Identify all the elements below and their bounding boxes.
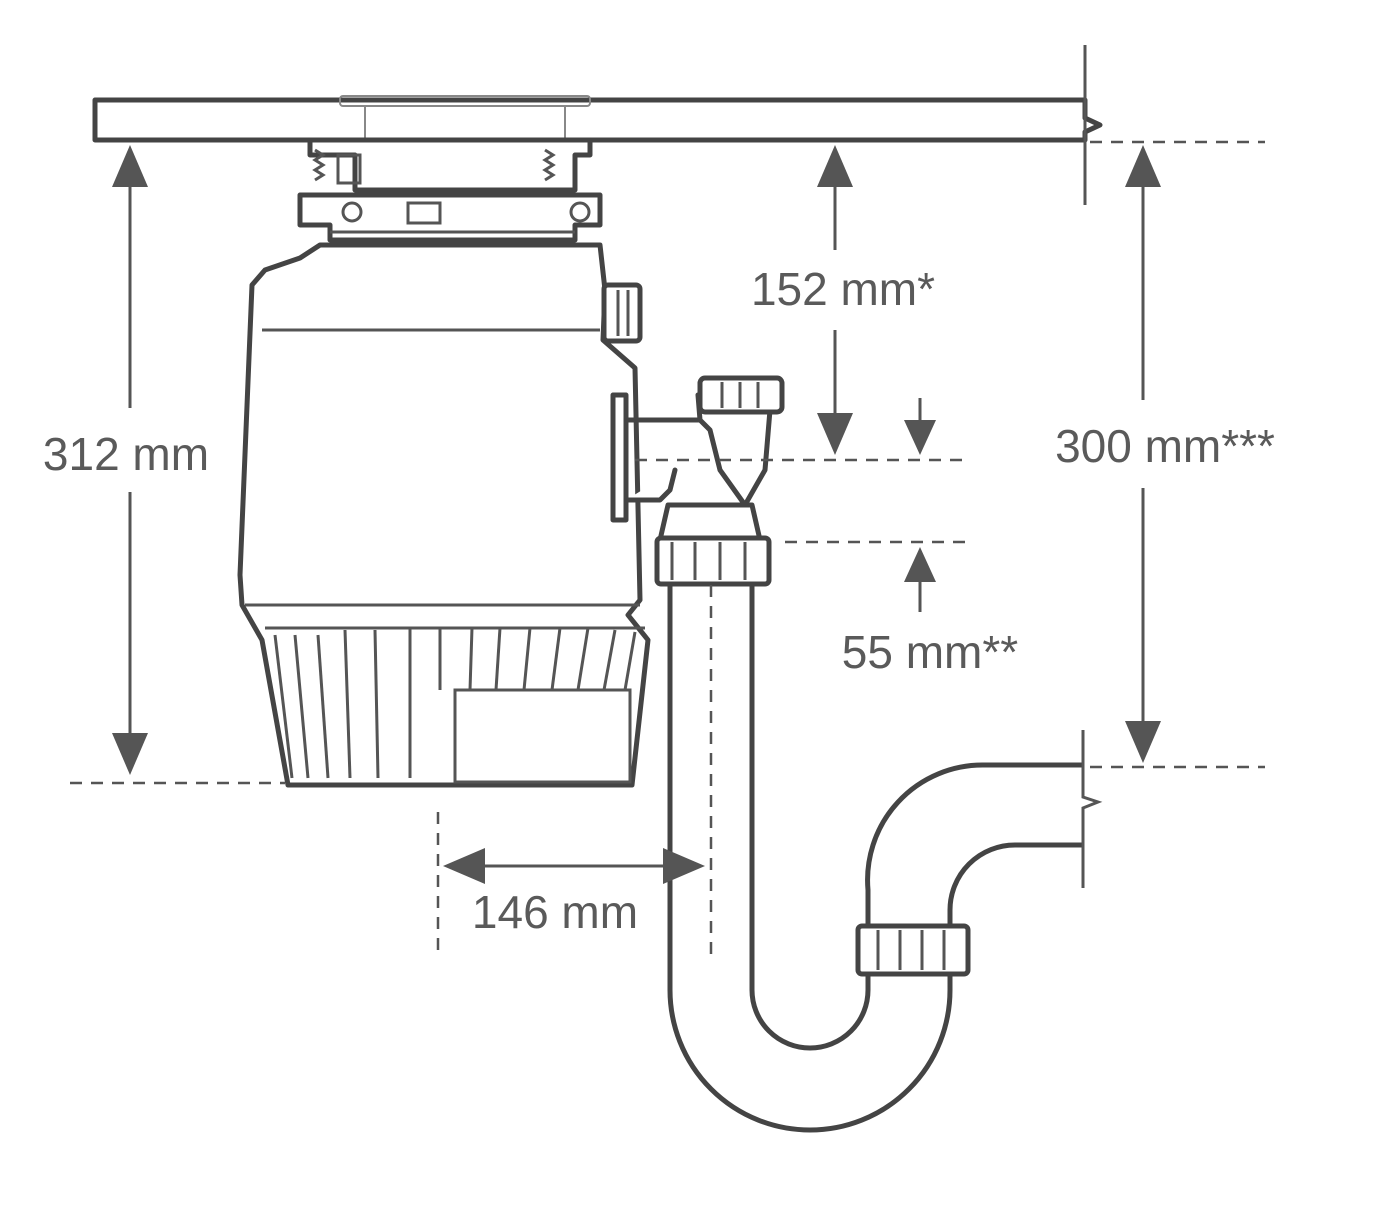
p-trap bbox=[667, 582, 1103, 1133]
mounting-assembly bbox=[297, 137, 603, 243]
dimension-55: 55 mm** bbox=[842, 398, 1018, 678]
dimension-152: 152 mm* bbox=[751, 145, 935, 455]
countertop bbox=[92, 45, 1103, 205]
cooling-ribs bbox=[273, 627, 637, 784]
dimension-300: 300 mm*** bbox=[1055, 145, 1275, 763]
label-inlet-drop: 152 mm* bbox=[751, 263, 935, 315]
label-unit-height: 312 mm bbox=[43, 428, 209, 480]
reference-lines bbox=[70, 140, 1265, 955]
label-outlet-offset: 55 mm** bbox=[842, 626, 1018, 678]
label-outlet-to-trap: 300 mm*** bbox=[1055, 420, 1275, 472]
upper-pipe-nut bbox=[654, 535, 772, 587]
dimension-146: 146 mm bbox=[443, 848, 705, 938]
label-horizontal-offset: 146 mm bbox=[472, 886, 638, 938]
dimension-312: 312 mm bbox=[43, 145, 209, 775]
disposer-unit bbox=[237, 242, 651, 788]
